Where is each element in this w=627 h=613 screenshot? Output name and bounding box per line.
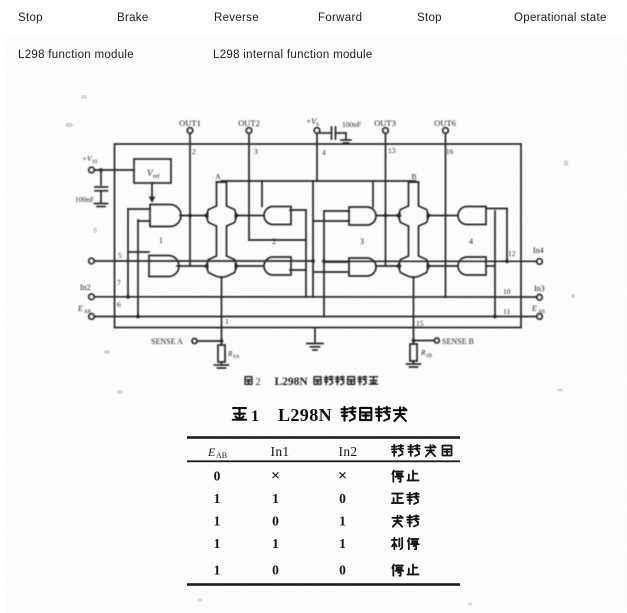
svg-text:3: 3	[360, 237, 364, 246]
svg-text:11: 11	[503, 307, 510, 316]
svg-text:×: ×	[271, 468, 280, 485]
svg-text:SA: SA	[233, 355, 240, 360]
svg-text:ref: ref	[153, 173, 160, 180]
svg-text:In1: In1	[271, 444, 290, 459]
svg-text:4: 4	[322, 148, 326, 157]
svg-text:In3: In3	[534, 284, 545, 293]
svg-text:2: 2	[256, 377, 261, 388]
svg-text:0: 0	[272, 563, 279, 578]
svg-text:In4: In4	[533, 246, 544, 255]
svg-text:A: A	[215, 172, 221, 181]
svg-text:2: 2	[272, 237, 276, 246]
svg-text:0: 0	[272, 514, 279, 529]
svg-text:1: 1	[214, 514, 221, 529]
svg-text:7: 7	[117, 278, 121, 287]
svg-text:OUT6: OUT6	[434, 118, 456, 128]
svg-text:E: E	[207, 445, 216, 459]
svg-text:L298N: L298N	[275, 376, 309, 388]
svg-text:16: 16	[446, 147, 454, 156]
svg-text:15: 15	[416, 319, 424, 328]
svg-text:+V: +V	[306, 117, 317, 126]
svg-text:1: 1	[339, 514, 346, 529]
svg-text:S: S	[316, 122, 319, 128]
svg-text:Operational state: Operational state	[514, 12, 607, 24]
svg-text:OUT1: OUT1	[179, 118, 201, 128]
svg-text:SENSE B: SENSE B	[442, 337, 474, 346]
svg-text:13: 13	[388, 146, 396, 155]
svg-text:Forward: Forward	[318, 12, 362, 24]
svg-text:OUT3: OUT3	[374, 118, 396, 128]
svg-text:Stop: Stop	[417, 12, 442, 24]
svg-text:0: 0	[214, 469, 221, 484]
svg-text:12: 12	[508, 249, 516, 258]
svg-text:R: R	[420, 349, 426, 357]
svg-text:1: 1	[159, 236, 163, 245]
svg-text:0: 0	[339, 491, 346, 506]
svg-text:AB: AB	[216, 451, 227, 460]
svg-text:100nF: 100nF	[342, 120, 361, 129]
svg-text:R: R	[227, 350, 233, 358]
svg-text:B: B	[411, 172, 416, 181]
svg-text:L298N: L298N	[278, 405, 332, 425]
svg-text:AB: AB	[84, 310, 92, 315]
svg-text:0: 0	[339, 563, 346, 578]
svg-text:10: 10	[503, 287, 511, 296]
svg-text:2: 2	[192, 147, 196, 156]
svg-text:Reverse: Reverse	[214, 12, 259, 24]
svg-text:1: 1	[339, 536, 346, 551]
svg-text:SS: SS	[92, 160, 98, 165]
svg-text:3: 3	[254, 147, 258, 156]
svg-text:OUT2: OUT2	[238, 118, 260, 128]
svg-text:5: 5	[118, 251, 122, 260]
svg-text:E: E	[77, 304, 83, 313]
svg-text:1: 1	[272, 491, 279, 506]
svg-text:In2: In2	[339, 444, 358, 459]
svg-text:L298 internal function module: L298 internal function module	[213, 49, 373, 61]
svg-text:1: 1	[214, 536, 221, 551]
svg-text:100nF: 100nF	[75, 195, 94, 204]
svg-text:L298 function module: L298 function module	[18, 49, 134, 61]
svg-text:Brake: Brake	[117, 12, 149, 24]
svg-text:AB: AB	[538, 310, 546, 315]
svg-text:1: 1	[251, 408, 259, 425]
svg-text:1: 1	[214, 491, 221, 506]
svg-text:1: 1	[225, 317, 229, 326]
svg-text:V: V	[147, 168, 154, 178]
svg-text:SB: SB	[426, 354, 433, 359]
svg-text:SENSE A: SENSE A	[151, 337, 183, 346]
svg-text:+V: +V	[82, 154, 93, 163]
svg-text:1: 1	[272, 536, 279, 551]
svg-text:×: ×	[338, 468, 347, 485]
svg-text:4: 4	[469, 237, 473, 246]
svg-text:In2: In2	[80, 283, 91, 292]
svg-text:1: 1	[214, 563, 221, 578]
svg-text:Stop: Stop	[18, 12, 43, 24]
svg-text:E: E	[531, 304, 537, 313]
svg-text:6: 6	[117, 300, 121, 309]
